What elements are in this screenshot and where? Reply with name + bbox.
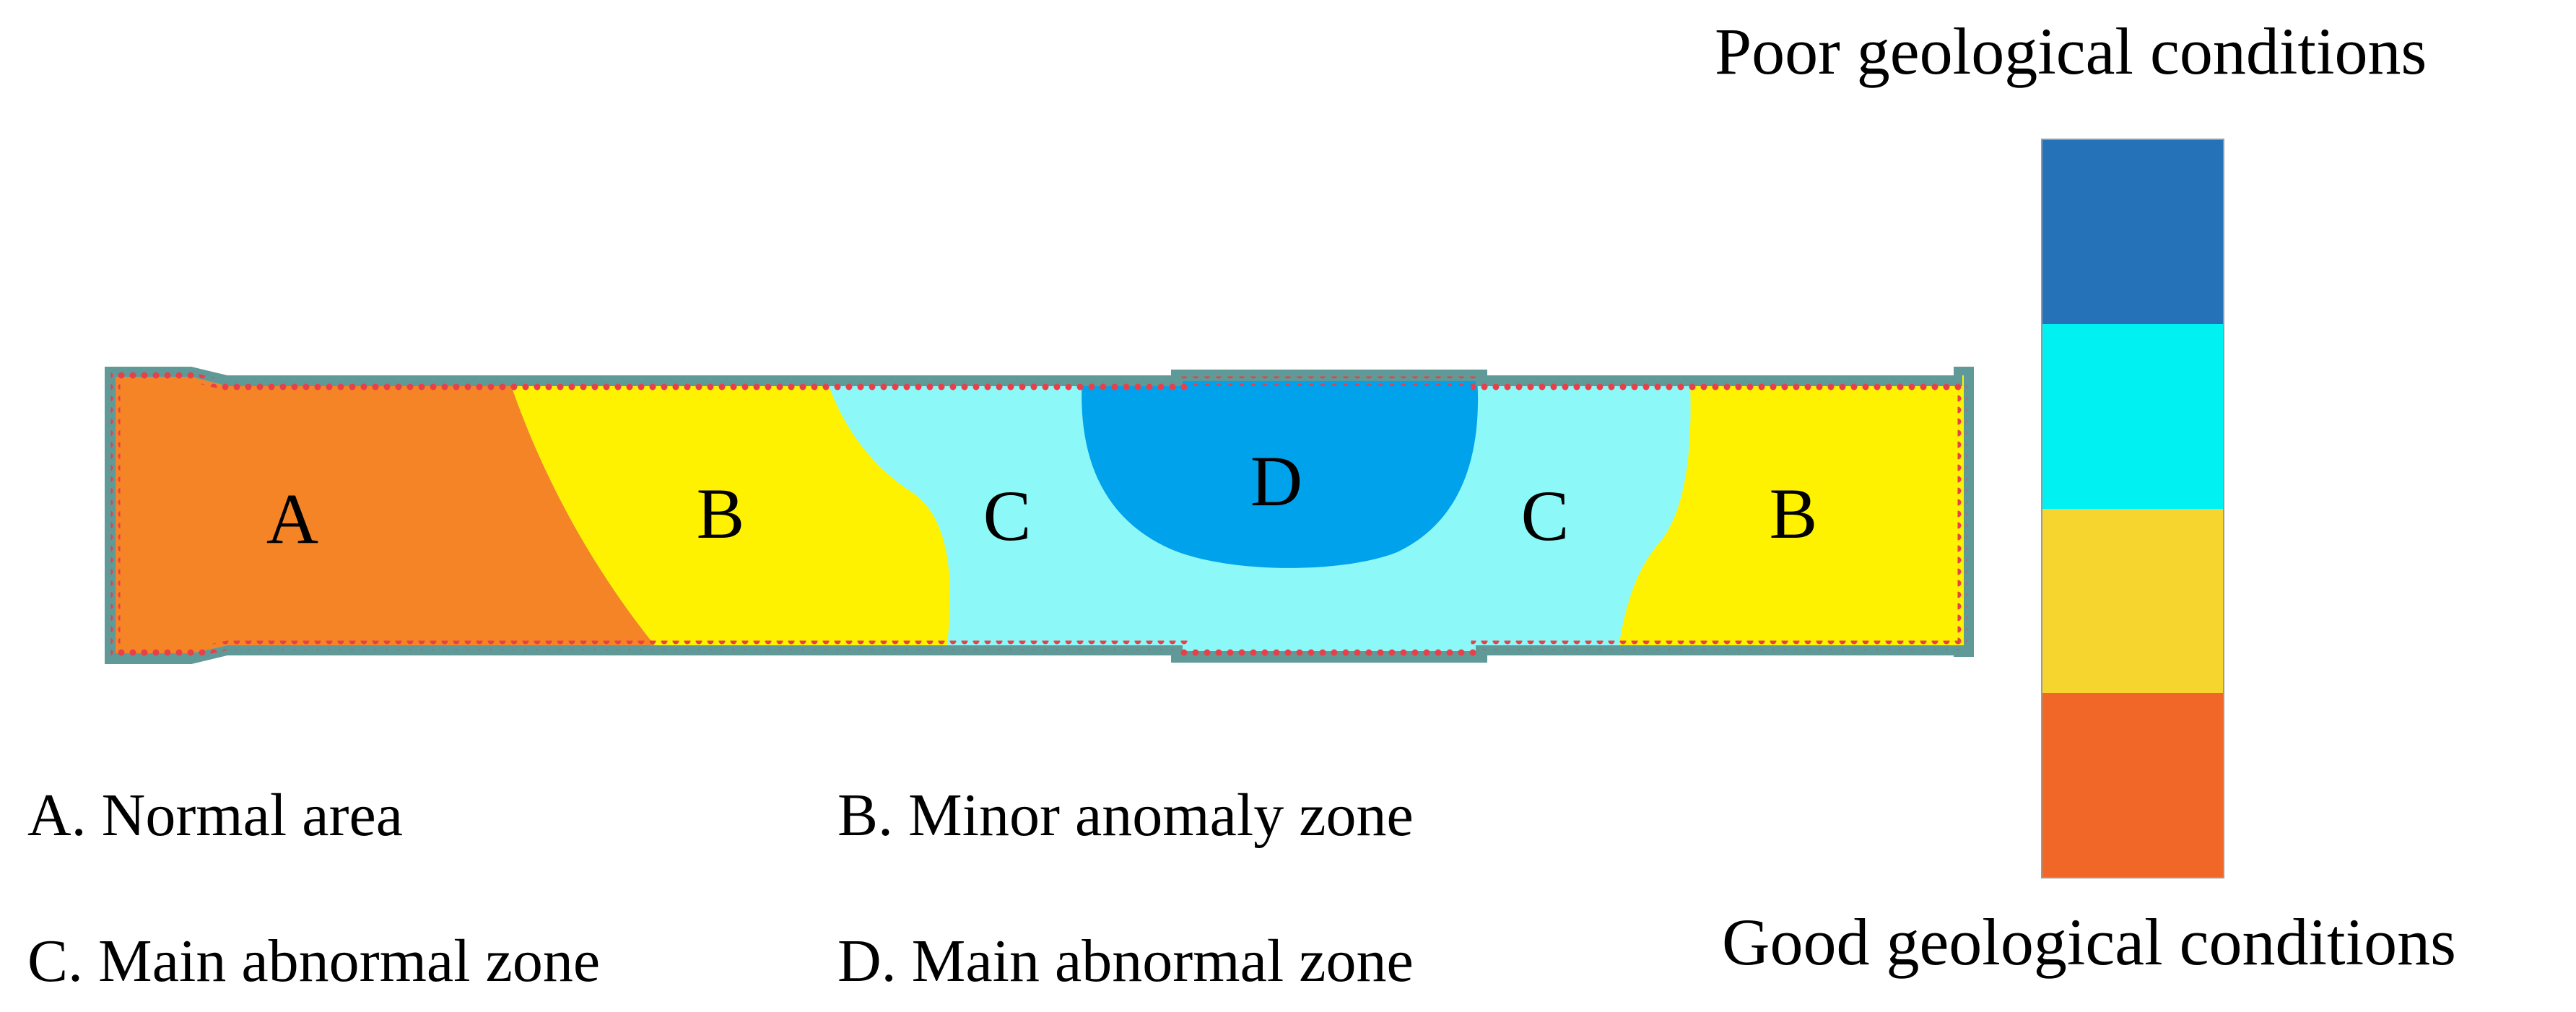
scale-segment-moderate-good	[2042, 509, 2224, 693]
zone-label-d: D	[1250, 441, 1302, 521]
scale-top-caption: Poor geological conditions	[1715, 14, 2427, 88]
zone-label-a: A	[266, 479, 318, 559]
scale-segment-good	[2042, 693, 2224, 878]
legend-item-a: A. Normal area	[27, 782, 404, 849]
tunnel-inner-lining	[110, 372, 1967, 658]
legend-item-b: B. Minor anomaly zone	[837, 782, 1414, 849]
zone-a-region	[116, 375, 664, 653]
zone-label-c-right: C	[1521, 476, 1570, 556]
scale-bottom-caption: Good geological conditions	[1722, 905, 2456, 979]
zone-map	[116, 375, 1964, 653]
zone-label-b-right: B	[1770, 474, 1818, 554]
zone-label-b-left: B	[697, 474, 745, 554]
zone-b-left-region	[505, 375, 950, 653]
legend-item-c: C. Main abnormal zone	[27, 928, 601, 995]
condition-scale-bar	[2041, 139, 2224, 878]
zone-label-c-left: C	[983, 476, 1032, 556]
scale-segment-moderate-poor	[2042, 324, 2224, 509]
scale-segment-poor	[2042, 139, 2224, 324]
legend-item-d: D. Main abnormal zone	[837, 928, 1414, 995]
zone-b-right-region	[1617, 375, 1964, 653]
scale-bar-frame	[2041, 139, 2224, 878]
zone-d-region	[1082, 375, 1478, 568]
